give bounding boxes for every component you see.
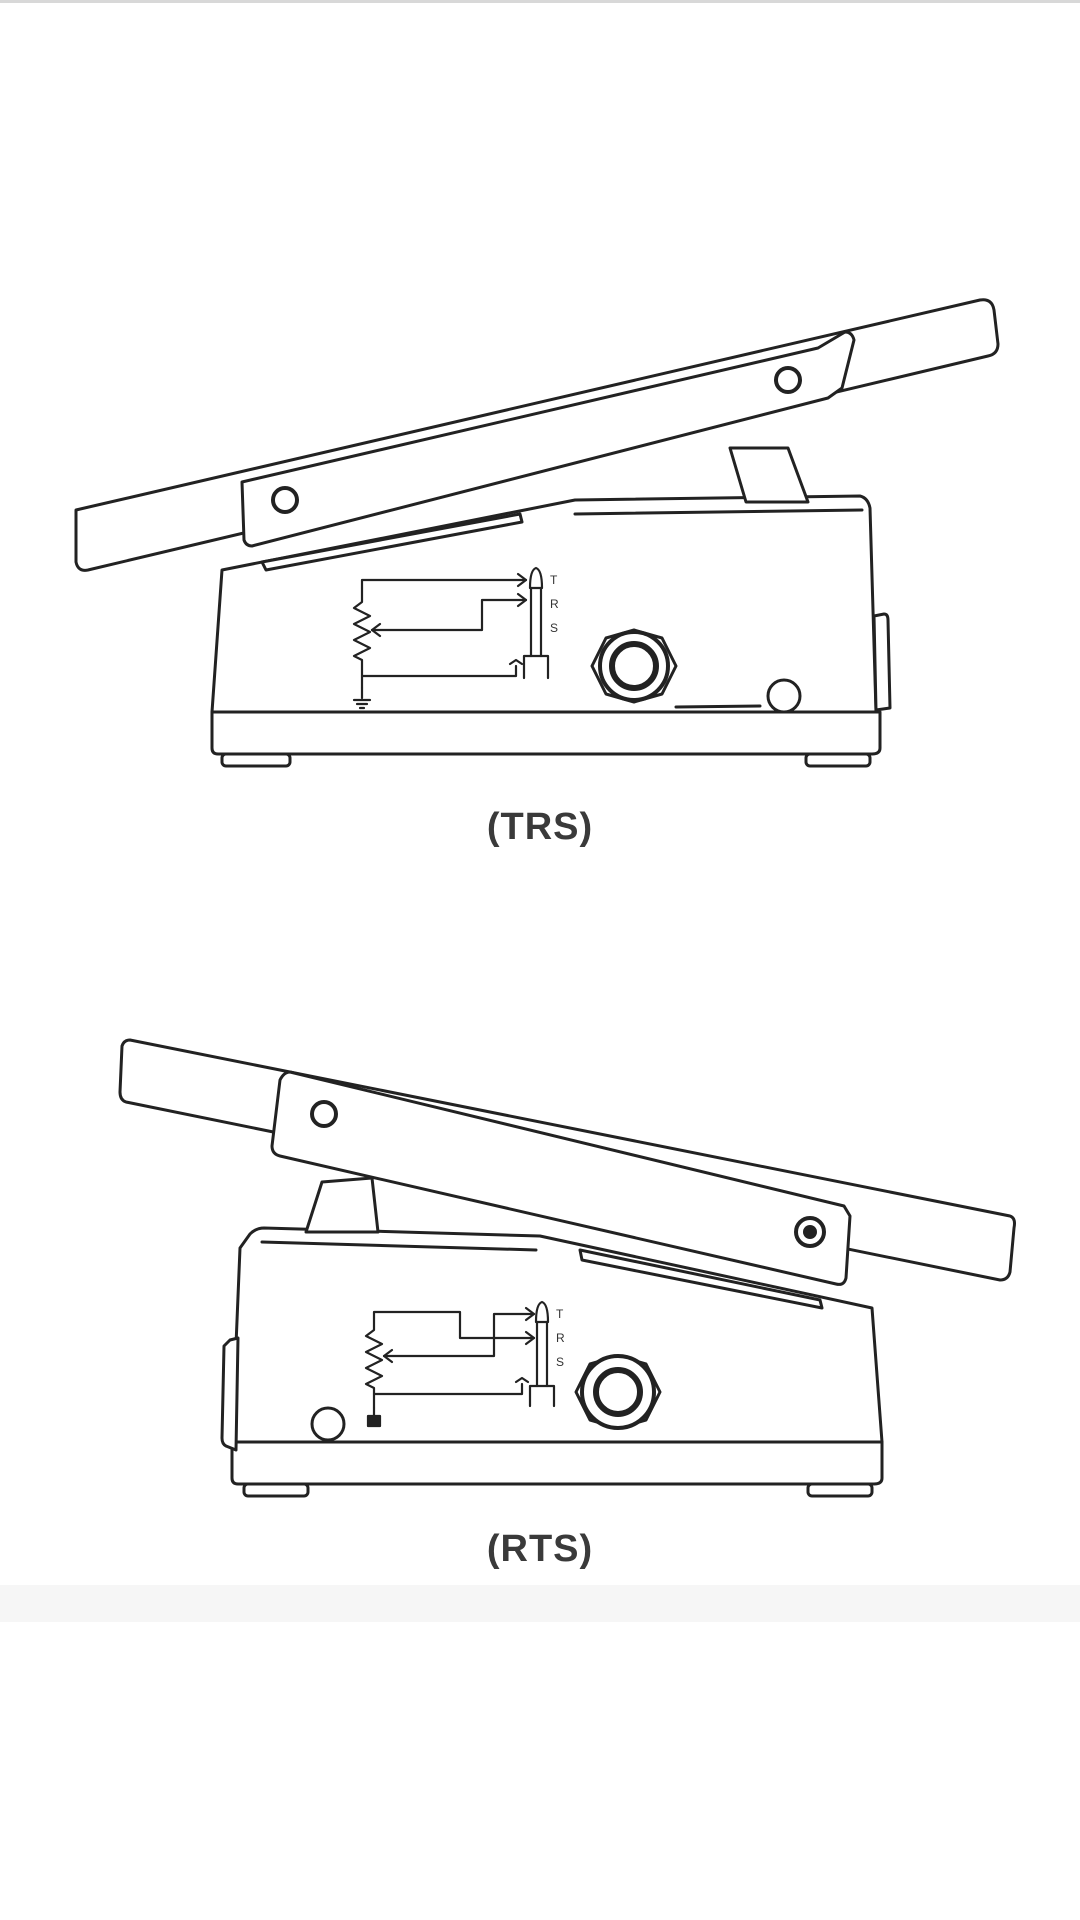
caption-trs: (TRS) [486, 806, 594, 848]
side-plate [220, 1336, 240, 1452]
status-led [310, 1406, 346, 1442]
body-rim [573, 508, 864, 516]
footer-band [0, 1585, 1080, 1622]
rubber-foot-left [242, 1482, 310, 1498]
sleeve-wire [360, 664, 518, 678]
label-ring: R [550, 597, 559, 611]
ground-symbol [366, 1414, 382, 1428]
label-ring: R [556, 1331, 565, 1345]
sleeve-arrow [514, 1376, 530, 1384]
under-rail [578, 1248, 824, 1310]
pivot-bolt-rear [774, 366, 802, 394]
rubber-foot-left [220, 752, 292, 768]
ring-wire [372, 1310, 536, 1340]
hinge-post [728, 446, 810, 504]
sleeve-wire [372, 1382, 524, 1396]
side-bracket [270, 1070, 852, 1286]
status-led [766, 678, 802, 714]
label-sleeve: S [556, 1355, 564, 1369]
tip-wire [360, 578, 528, 590]
pivot-bolt-front [271, 486, 299, 514]
rubber-foot-right [804, 752, 872, 768]
top-border [0, 0, 1080, 3]
hinge-post [304, 1176, 380, 1234]
plug-sleeve [528, 1384, 556, 1408]
potentiometer-resistor [364, 1316, 384, 1410]
tip-arrow [516, 572, 528, 588]
led-rail [674, 704, 762, 709]
label-sleeve: S [550, 621, 558, 635]
rubber-foot-right [806, 1482, 874, 1498]
sleeve-arrow [508, 658, 524, 666]
pedal-diagram-rts: T R S [0, 1010, 1080, 1610]
wiper-arrow [370, 622, 382, 638]
caption-rts: (RTS) [486, 1528, 594, 1570]
ring-arrow [516, 592, 528, 608]
under-rail [260, 512, 524, 572]
base-plate [210, 710, 882, 756]
pedal-drawing-trs: T R S [74, 298, 1000, 768]
plug-tip [528, 566, 544, 590]
tip-arrow [524, 1306, 536, 1322]
ring-wire [370, 598, 528, 632]
plug-tip [534, 1300, 550, 1324]
pivot-bolt-rear [794, 1216, 826, 1248]
output-jack-hole [593, 1367, 643, 1417]
body-rim [260, 1240, 538, 1252]
ground-symbol [352, 698, 372, 710]
ring-arrow [524, 1330, 536, 1346]
pedal-diagram-trs: T R S [0, 270, 1080, 870]
side-bracket [240, 330, 856, 548]
side-plate [872, 612, 892, 712]
label-tip: T [550, 573, 558, 587]
potentiometer-resistor [352, 586, 372, 690]
pedal-drawing-rts: T R S [118, 1038, 1016, 1498]
plug-sleeve [522, 654, 550, 680]
tip-wire [382, 1312, 536, 1358]
wiper-arrow [382, 1348, 394, 1364]
pivot-bolt-front [310, 1100, 338, 1128]
wiring-schematic [352, 566, 550, 710]
output-jack-hole [609, 641, 659, 691]
base-plate [230, 1440, 884, 1486]
wiring-schematic [364, 1300, 556, 1428]
label-tip: T [556, 1307, 564, 1321]
